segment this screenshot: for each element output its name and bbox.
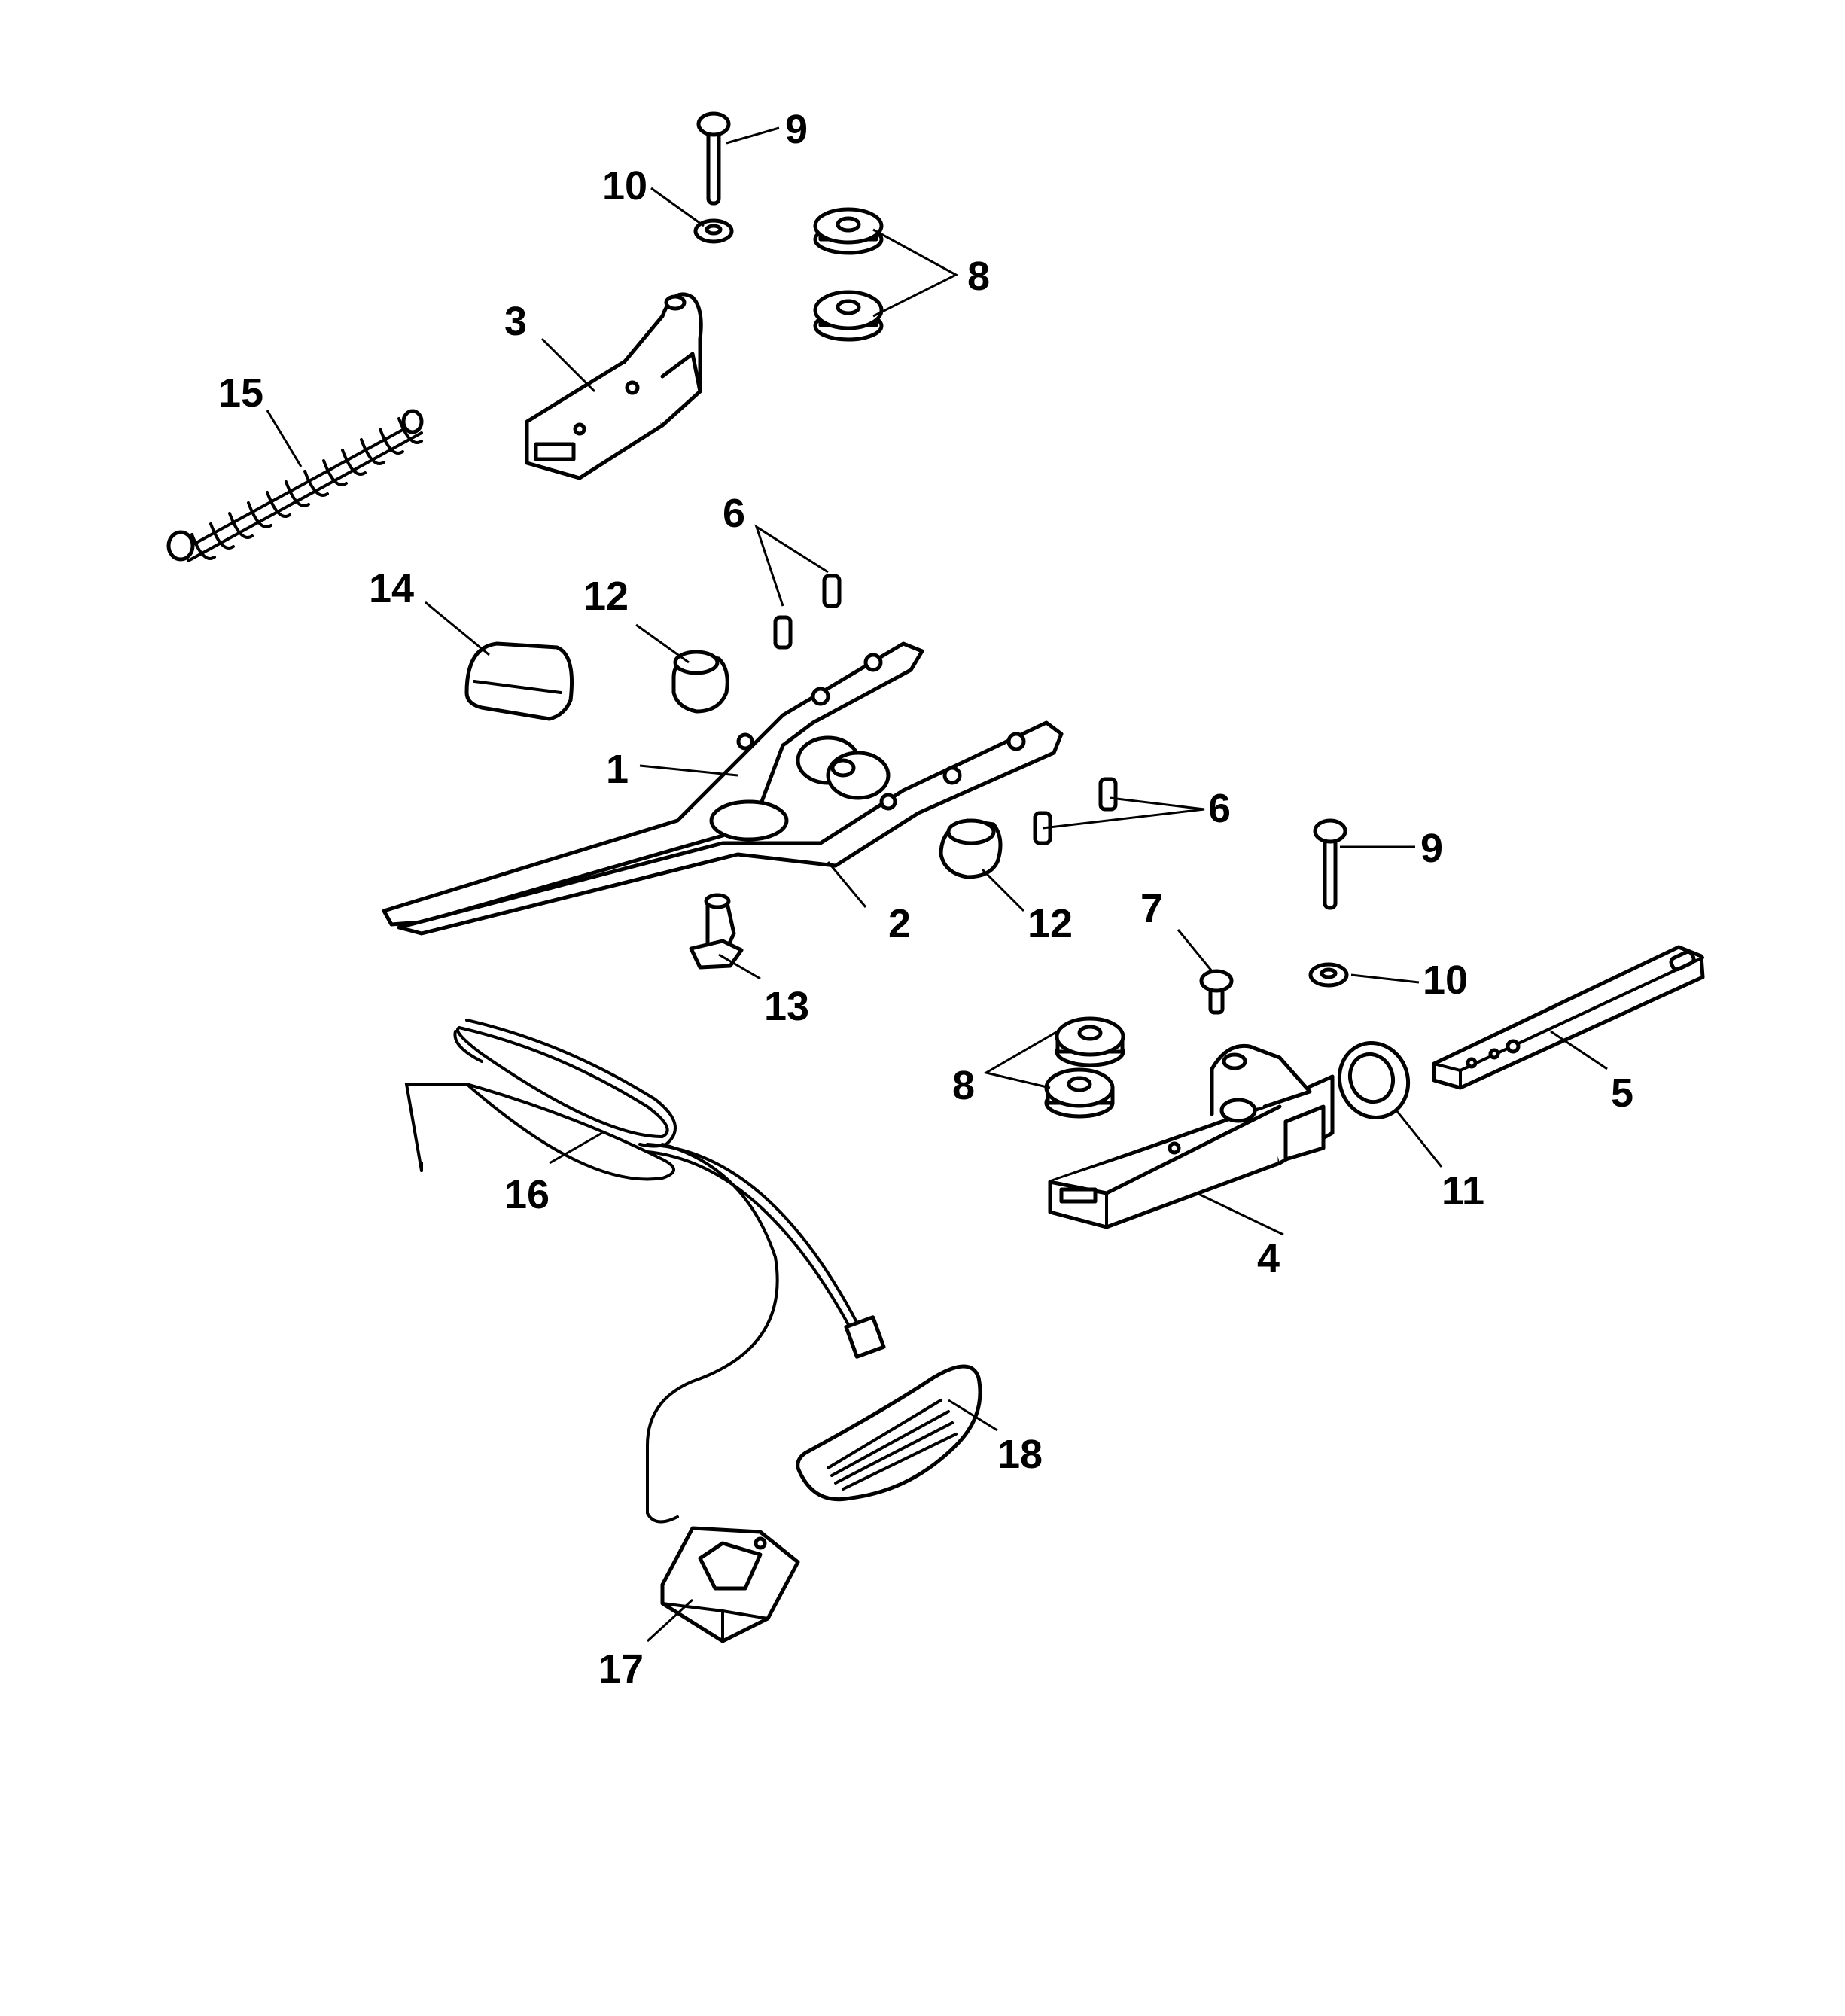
callout-labels: 9 10 8 3 15 6 14 12 1 6 9 2 12 7 10 13 8… — [218, 107, 1633, 1692]
callout-10-top: 10 — [602, 163, 647, 209]
grub-screw-part-6-a — [773, 615, 793, 650]
cap-part-14 — [464, 641, 574, 721]
lever-part-2 — [397, 720, 1064, 936]
callout-12-top: 12 — [583, 574, 629, 619]
callout-6-top: 6 — [723, 491, 745, 536]
pin-part-9-right — [1313, 818, 1347, 910]
bracket-part-3 — [525, 292, 703, 480]
callout-15: 15 — [218, 370, 263, 416]
ring-part-11 — [1337, 1041, 1411, 1119]
washer-part-10-right — [1308, 962, 1349, 988]
pulley-part-8-lower-lower — [1044, 1067, 1115, 1119]
knob-part-13 — [689, 893, 744, 970]
callout-2: 2 — [888, 901, 911, 946]
bush-part-12-lower — [939, 818, 1003, 879]
screw-part-7 — [1199, 969, 1234, 1015]
spring-part-15 — [166, 409, 424, 562]
grub-screw-part-6-b — [822, 574, 842, 608]
bracket-part-4 — [1048, 1043, 1335, 1229]
wire-loop-part-16 — [404, 1019, 860, 1524]
callout-18: 18 — [997, 1432, 1043, 1477]
callout-6-lower: 6 — [1208, 786, 1231, 831]
pin-part-9-top — [696, 111, 731, 206]
end-block-part-17 — [660, 1526, 800, 1643]
pulley-part-8-top-lower — [813, 290, 884, 342]
callout-10-right: 10 — [1423, 958, 1468, 1003]
callout-3: 3 — [504, 299, 527, 344]
callout-12-lower: 12 — [1028, 901, 1073, 946]
callout-9-right: 9 — [1420, 826, 1443, 871]
flat-bar-part-5 — [1432, 945, 1705, 1090]
washer-part-10-top — [693, 218, 734, 244]
callout-13: 13 — [764, 984, 809, 1029]
callout-11: 11 — [1442, 1168, 1484, 1214]
callout-4: 4 — [1257, 1236, 1280, 1281]
callout-14: 14 — [369, 566, 414, 611]
callout-8-top: 8 — [967, 254, 990, 299]
bush-part-12-top — [671, 650, 729, 714]
callout-16: 16 — [504, 1172, 550, 1217]
pulley-part-8-top-upper — [813, 207, 884, 255]
callout-1: 1 — [606, 747, 629, 792]
callout-17: 17 — [598, 1646, 644, 1692]
callout-8-lower: 8 — [952, 1063, 975, 1108]
callout-7: 7 — [1140, 886, 1163, 931]
callout-9-top: 9 — [785, 107, 808, 152]
grub-screw-part-6-d — [1098, 777, 1118, 812]
leader-lines — [266, 126, 1608, 1643]
torsion-spring-hub — [796, 735, 891, 800]
pulley-part-8-lower-upper — [1055, 1016, 1125, 1067]
pedal-part-18 — [796, 1315, 982, 1502]
callout-5: 5 — [1611, 1070, 1633, 1116]
